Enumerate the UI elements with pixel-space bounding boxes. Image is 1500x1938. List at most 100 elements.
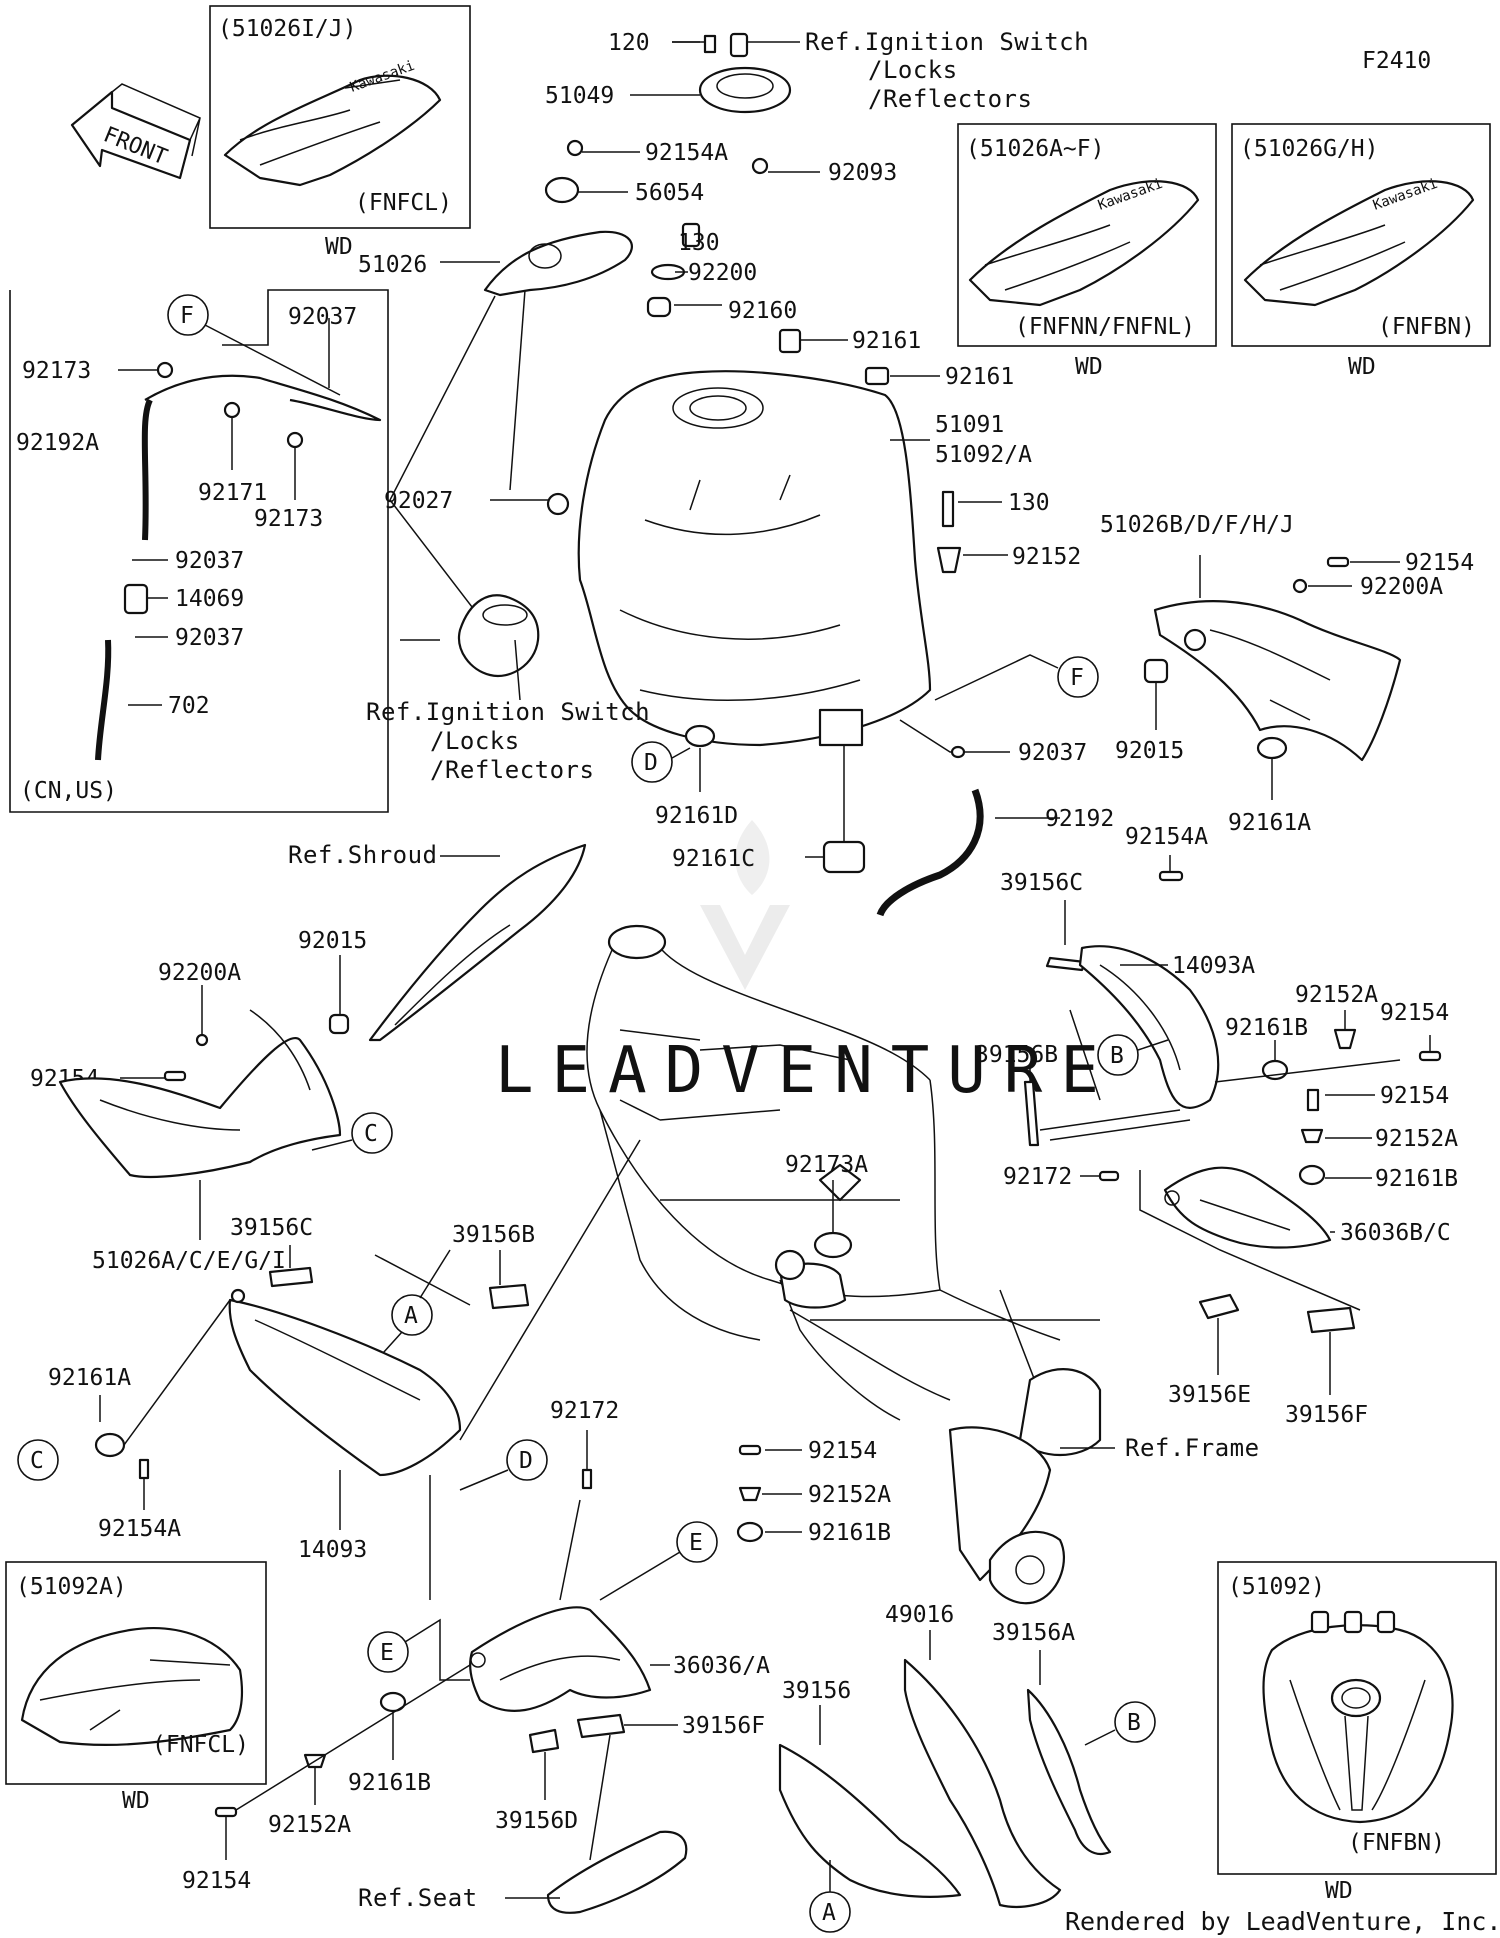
part-92161B: 92161B xyxy=(348,1770,431,1796)
filter-14069 xyxy=(123,583,149,615)
part-92161A: 92161A xyxy=(48,1365,131,1391)
part-92154: 92154 xyxy=(1380,1000,1449,1026)
hose-92192A xyxy=(141,398,153,541)
part-92154: 92154 xyxy=(808,1438,877,1464)
inset-code: (51092A) xyxy=(16,1574,127,1600)
callout-c-left: C xyxy=(30,1448,44,1474)
inset-51092A: (51092A) (FNFCL) WD xyxy=(5,1561,267,1814)
ref-ignition-mid-3: /Reflectors xyxy=(430,756,594,784)
part-92027: 92027 xyxy=(384,488,453,514)
part-92152A: 92152A xyxy=(1375,1126,1458,1152)
callout-a: A xyxy=(404,1303,418,1329)
part-92161B: 92161B xyxy=(808,1520,891,1546)
watermark-text: LEADVENTURE xyxy=(495,1034,1117,1108)
inset-region: WD xyxy=(122,1788,150,1814)
fuel-cap-group: 120 Ref.Ignition Switch /Locks /Reflecto… xyxy=(545,28,1089,186)
part-36036A: 36036/A xyxy=(673,1653,770,1679)
part-56054: 56054 xyxy=(635,180,704,206)
part-51092A: 51092/A xyxy=(935,442,1032,468)
part-92160: 92160 xyxy=(728,298,797,324)
part-92173A: 92173A xyxy=(785,1152,868,1178)
part-51049: 51049 xyxy=(545,83,614,109)
ref-seat: Ref.Seat xyxy=(358,1884,478,1912)
callout-d-left: D xyxy=(519,1448,533,1474)
tank-bracket-51026: 92154A 56054 51026 xyxy=(358,139,728,651)
part-39156F: 39156F xyxy=(682,1713,765,1739)
part-92161B: 92161B xyxy=(1375,1166,1458,1192)
ref-ignition-mid-2: /Locks xyxy=(430,727,520,755)
part-92154A: 92154A xyxy=(1125,824,1208,850)
part-92161C: 92161C xyxy=(672,846,755,872)
part-92037: 92037 xyxy=(175,625,244,651)
part-92161A: 92161A xyxy=(1228,810,1311,836)
part-14069: 14069 xyxy=(175,586,244,612)
side-cover-decal xyxy=(968,180,1200,307)
part-92152A: 92152A xyxy=(808,1482,891,1508)
render-credit: Rendered by LeadVenture, Inc. xyxy=(1065,1907,1500,1936)
part-39156B: 39156B xyxy=(975,1042,1058,1068)
part-92171: 92171 xyxy=(198,480,267,506)
inset-51026A-F: (51026A~F) Kawasaki (FNFNN/FNFNL) WD xyxy=(957,123,1217,380)
part-39156B: 39156B xyxy=(452,1222,535,1248)
part-120: 120 xyxy=(608,30,650,56)
inset-code: (51026I/J) xyxy=(218,16,356,42)
inset-51026IJ: (51026I/J) Kawasaki (FNFCL) WD xyxy=(209,5,471,260)
inset-variant: (FNFCL) xyxy=(152,1732,249,1758)
part-92192: 92192 xyxy=(1045,806,1114,832)
part-39156A: 39156A xyxy=(992,1620,1075,1646)
tank-rear-bolts: 130 92152 xyxy=(936,490,1081,574)
inset-variant: (FNFCL) xyxy=(355,190,452,216)
part-92172: 92172 xyxy=(550,1398,619,1424)
callout-e-left: E xyxy=(380,1640,394,1666)
fasteners-right: 92154 92152A 92161B 92154 92152A 92161B … xyxy=(1003,982,1458,1192)
ignition-switch-assembly: 92027 Ref.Ignition Switch /Locks /Reflec… xyxy=(366,488,650,784)
part-92152A: 92152A xyxy=(1295,982,1378,1008)
part-51091: 51091 xyxy=(935,412,1004,438)
frame-cover-14093A: 92154A 39156C 14093A B xyxy=(1000,824,1255,1109)
bracket-36036A: E 36036/A 39156F 39156D xyxy=(367,1606,770,1861)
part-92161: 92161 xyxy=(945,364,1014,390)
ref-ignition-top-1: Ref.Ignition Switch xyxy=(805,28,1089,56)
callout-c: C xyxy=(364,1121,378,1147)
part-14093A: 14093A xyxy=(1172,953,1255,979)
inset-region: WD xyxy=(1348,354,1376,380)
side-cover-right: 51026B/D/F/H/J 92154 92200A 92015 92161A xyxy=(1100,512,1474,836)
part-51026: 51026 xyxy=(358,252,427,278)
inset-variant: (FNFBN) xyxy=(1378,314,1475,340)
diagram-code: F2410 xyxy=(1362,48,1431,74)
tank-front-mount: D 92161D xyxy=(631,724,738,829)
part-39156: 39156 xyxy=(782,1678,851,1704)
inset-code: (51092) xyxy=(1228,1574,1325,1600)
part-702: 702 xyxy=(168,693,210,719)
fuel-tank-51091: 130 92200 92160 92161 92161 51091 51092/… xyxy=(577,41,1032,747)
side-cover-decal xyxy=(1243,180,1475,307)
part-49016: 49016 xyxy=(885,1602,954,1628)
part-92161D: 92161D xyxy=(655,803,738,829)
part-92154A: 92154A xyxy=(645,140,728,166)
frame-cover-14093: 39156C 39156B A D 92161A C 92154A 14093 … xyxy=(17,1139,641,1601)
inset-51026GH: (51026G/H) Kawasaki (FNFBN) WD xyxy=(1231,123,1491,380)
inset-51092: (51092) (FNFBN) WD xyxy=(1217,1561,1497,1904)
side-cover-decal xyxy=(223,74,442,187)
inset-region: WD xyxy=(1075,354,1103,380)
part-92161B: 92161B xyxy=(1225,1015,1308,1041)
ref-ignition-top-2: /Locks xyxy=(868,56,958,84)
callout-f: F xyxy=(180,303,194,329)
part-39156C: 39156C xyxy=(1000,870,1083,896)
inset-code: (51026A~F) xyxy=(966,136,1104,162)
part-92154: 92154 xyxy=(1405,550,1474,576)
part-39156E: 39156E xyxy=(1168,1382,1251,1408)
callout-b: B xyxy=(1110,1043,1124,1069)
part-36036BC: 36036B/C xyxy=(1340,1220,1451,1246)
part-92200A: 92200A xyxy=(158,960,241,986)
ref-shroud: Ref.Shroud xyxy=(288,841,438,869)
part-92015: 92015 xyxy=(1115,738,1184,764)
ref-frame: Ref.Frame xyxy=(1125,1434,1260,1462)
fasteners-center: 92154 92152A 92161B E xyxy=(599,1438,891,1601)
ref-ignition-mid-1: Ref.Ignition Switch xyxy=(366,698,650,726)
part-92161: 92161 xyxy=(852,328,921,354)
callout-a-lower: A xyxy=(822,1900,836,1926)
part-92152A: 92152A xyxy=(268,1812,351,1838)
part-92037: 92037 xyxy=(1018,740,1087,766)
